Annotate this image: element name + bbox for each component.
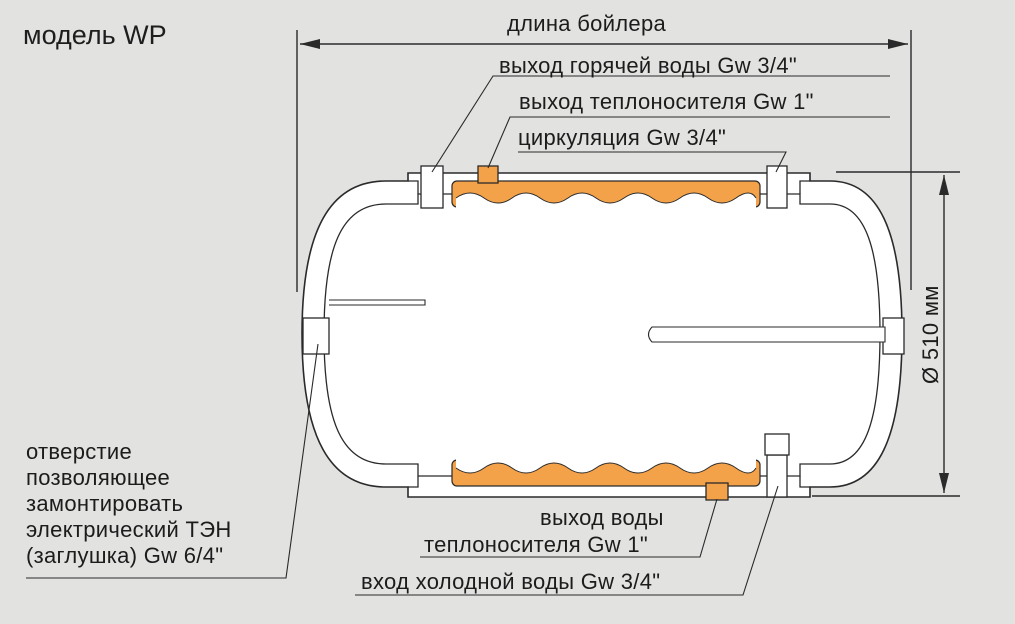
heat-carrier-return-nozzle xyxy=(705,482,729,501)
heater-opening-plug xyxy=(302,317,330,355)
model-title: модель WP xyxy=(23,20,167,50)
heater-opening-line: замонтировать xyxy=(26,491,184,516)
heater-opening-line: позволяющее xyxy=(26,465,171,490)
diameter-dimension xyxy=(812,171,960,497)
leader-heat-carrier-out xyxy=(487,116,890,169)
heat-carrier-return-label-line1: выход воды xyxy=(540,505,664,530)
heater-opening-line: (заглушка) Gw 6/4" xyxy=(26,543,224,568)
length-label: длина бойлера xyxy=(507,11,667,36)
cold-water-pipe-top xyxy=(764,433,790,456)
leader-circulation xyxy=(518,151,787,173)
anode-cap xyxy=(882,317,905,355)
arrow-left xyxy=(300,39,320,49)
tank-flanges xyxy=(408,180,810,488)
thermometer-sleeve xyxy=(329,299,426,306)
heat-carrier-out-label: выход теплоносителя Gw 1" xyxy=(519,89,814,114)
inner-pipes xyxy=(329,299,886,343)
leader-hot-water xyxy=(431,75,890,173)
heater-opening-line: электрический ТЭН xyxy=(26,517,232,542)
leader-cold-water xyxy=(355,485,779,596)
leader-lines xyxy=(26,75,890,596)
bottom-heating-coil xyxy=(451,456,761,487)
circulation-nozzle xyxy=(766,165,788,209)
length-dimension xyxy=(296,30,912,292)
heat-carrier-out-nozzle xyxy=(477,165,499,184)
hot-water-nozzle xyxy=(420,165,444,209)
leader-heat-carrier-return xyxy=(420,498,718,558)
hot-water-out-label: выход горячей воды Gw 3/4" xyxy=(499,53,797,78)
heater-opening-label: отверстие позволяющее замонтировать элек… xyxy=(26,439,306,569)
circulation-label: циркуляция Gw 3/4" xyxy=(518,125,727,150)
cold-water-in-label: вход холодной воды Gw 3/4" xyxy=(361,569,661,594)
arrow-top xyxy=(939,175,949,195)
heat-carrier-return-label-line2: теплоносителя Gw 1" xyxy=(424,532,649,557)
connectors xyxy=(302,165,905,501)
arrow-right xyxy=(888,39,908,49)
heater-opening-line: отверстие xyxy=(26,439,133,464)
top-heating-coil xyxy=(451,180,761,210)
leader-heater-opening xyxy=(26,343,319,579)
magnesium-anode xyxy=(647,326,886,343)
arrow-bottom xyxy=(939,473,949,493)
diameter-label: Ø 510 мм xyxy=(918,284,943,384)
